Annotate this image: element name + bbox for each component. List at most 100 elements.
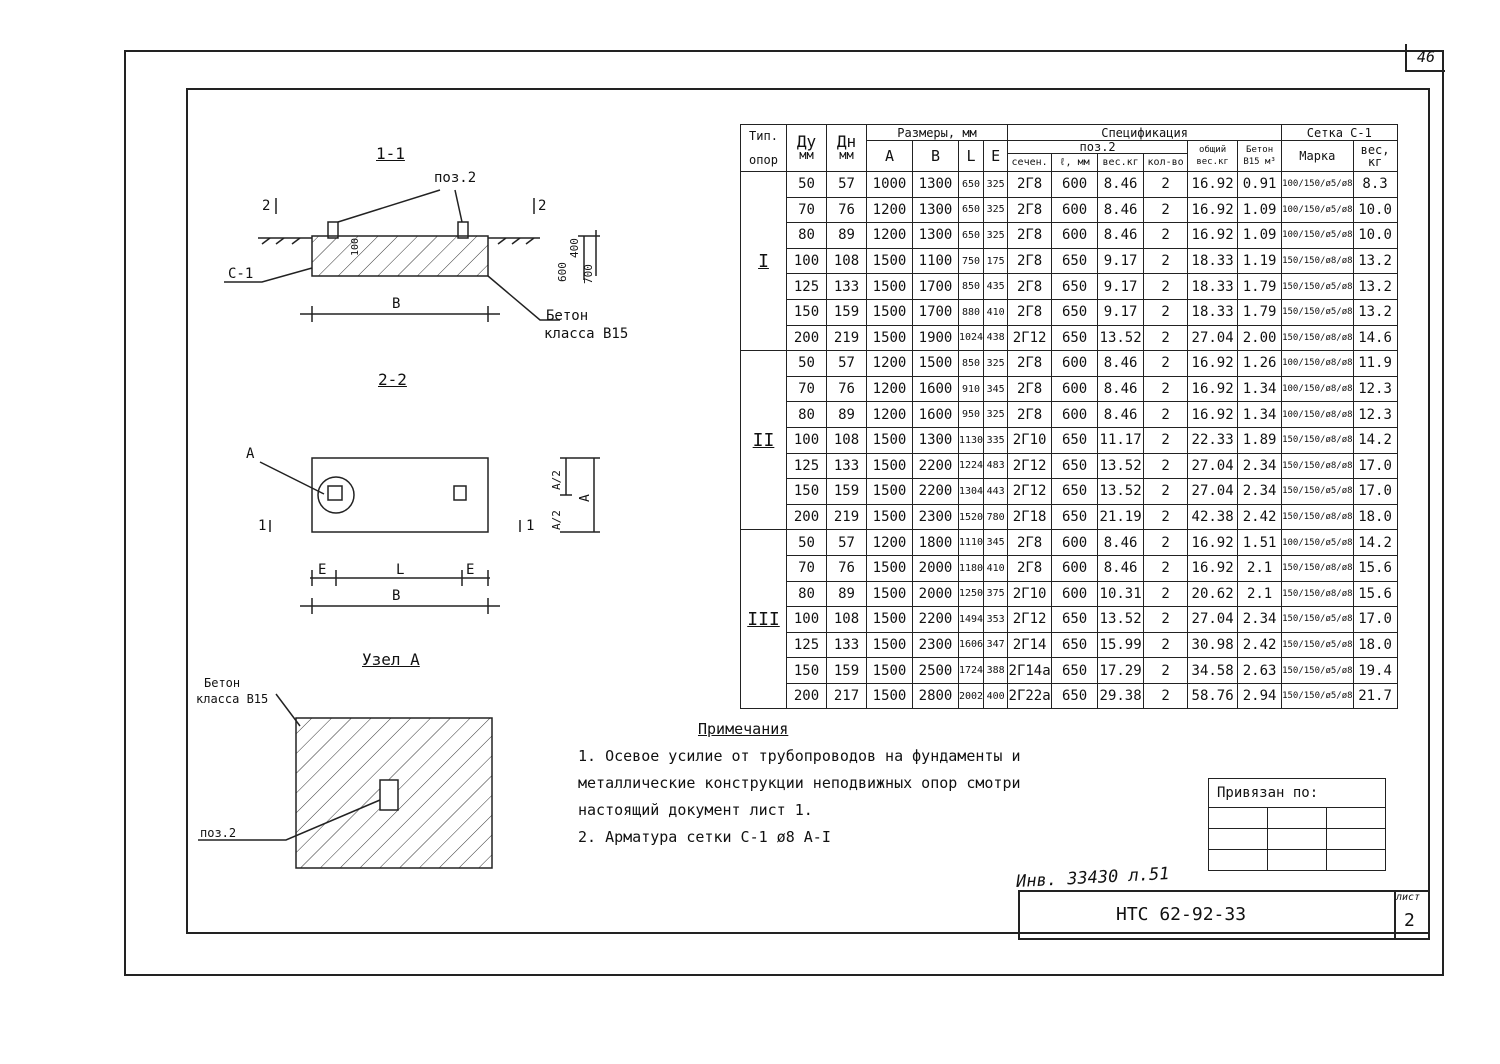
table-cell: 2 — [1143, 606, 1189, 633]
table-cell: 2 — [1143, 631, 1189, 659]
section-22-dim-a: А — [578, 494, 593, 502]
table-cell: 18.0 — [1352, 503, 1398, 531]
table-cell: 600 — [1051, 375, 1099, 403]
table-cell: 8.46 — [1097, 401, 1145, 428]
table-cell: 50 — [786, 529, 827, 556]
table-cell: 2.1 — [1237, 554, 1283, 582]
table-cell: 57 — [826, 350, 867, 377]
table-cell: 1250 — [957, 580, 985, 608]
table-cell: 1024 — [957, 324, 985, 352]
col-e: Е — [983, 140, 1009, 172]
section-22-dim-l: L — [396, 562, 405, 578]
table-cell: 1494 — [957, 606, 985, 633]
table-cell: 9.17 — [1097, 298, 1145, 326]
table-cell: 2 — [1143, 196, 1189, 224]
table-cell: 100 — [786, 426, 827, 454]
table-cell: 150/150/ø5/ø8 — [1281, 298, 1354, 326]
table-cell: 159 — [826, 298, 867, 326]
table-cell: 125 — [786, 631, 827, 659]
section-11-dim-height — [578, 230, 600, 280]
table-cell: 13.52 — [1097, 324, 1145, 352]
col-l: L — [957, 140, 985, 172]
table-cell: 27.04 — [1187, 478, 1239, 505]
table-cell: 600 — [1051, 529, 1099, 556]
table-cell: 1200 — [866, 196, 913, 224]
table-cell: 100 — [786, 247, 827, 275]
section-22-dim-b: В — [392, 588, 401, 604]
drawing-inner-frame — [186, 88, 1430, 934]
table-cell: 13.2 — [1352, 273, 1398, 300]
table-cell: 2 — [1143, 554, 1189, 582]
table-cell: 600 — [1051, 196, 1099, 224]
table-cell: 9.17 — [1097, 247, 1145, 275]
notes-line-4: 2. Арматура сетки С-1 ø8 А-I — [578, 828, 831, 846]
table-cell: 13.2 — [1352, 298, 1398, 326]
table-cell: 650 — [1051, 631, 1099, 659]
table-cell: 21.19 — [1097, 503, 1145, 531]
table-cell: 1500 — [866, 631, 913, 659]
table-cell: 950 — [957, 401, 985, 428]
col-type: Тип.опор — [740, 124, 787, 172]
table-cell: 22.33 — [1187, 426, 1239, 454]
table-cell: 16.92 — [1187, 554, 1239, 582]
table-cell: 1500 — [866, 452, 913, 480]
section-22-cut-marks — [269, 520, 521, 532]
node-a-pos-label: поз.2 — [200, 826, 237, 840]
table-cell: 650 — [1051, 503, 1099, 531]
table-cell: 880 — [957, 298, 985, 326]
drawing-outer-frame — [124, 50, 1444, 976]
table-cell: 50 — [786, 171, 827, 198]
section-22-cut-right: 1 — [526, 518, 535, 534]
section-22-anchor-right — [453, 485, 467, 501]
section-11-leader-pos2 — [337, 189, 463, 223]
table-cell: 410 — [983, 298, 1009, 326]
table-cell: 600 — [1051, 171, 1099, 198]
section-22-leader-a — [259, 461, 325, 495]
table-cell: 150 — [786, 298, 827, 326]
table-cell: 175 — [983, 247, 1009, 275]
table-cell: 17.0 — [1352, 452, 1398, 480]
table-cell: 2Г8 — [1007, 529, 1053, 556]
table-cell: 325 — [983, 350, 1009, 377]
table-cell: 1500 — [866, 273, 913, 300]
table-cell: 2 — [1143, 324, 1189, 352]
table-cell: 2Г8 — [1007, 554, 1053, 582]
section-11-foundation — [311, 235, 489, 277]
table-cell: 150/150/ø8/ø8 — [1281, 554, 1354, 582]
table-cell: 2 — [1143, 375, 1189, 403]
table-cell: 1110 — [957, 529, 985, 556]
table-cell: 2Г12 — [1007, 478, 1053, 505]
tied-block: Привязан по: — [1208, 778, 1386, 871]
table-cell: 2Г8 — [1007, 247, 1053, 275]
table-cell: 1500 — [866, 682, 913, 710]
table-cell: 16.92 — [1187, 196, 1239, 224]
table-cell: 100/150/ø5/ø8 — [1281, 529, 1354, 556]
table-cell: 2.34 — [1237, 606, 1283, 633]
section-22-plan — [311, 457, 489, 533]
table-cell: 2.34 — [1237, 452, 1283, 480]
table-cell: 1.26 — [1237, 350, 1283, 377]
table-cell: 13.2 — [1352, 247, 1398, 275]
table-cell: 600 — [1051, 222, 1099, 249]
table-cell: 2Г8 — [1007, 298, 1053, 326]
section-11-cut-marks — [275, 198, 535, 214]
table-cell: 2300 — [912, 503, 959, 531]
table-cell: 89 — [826, 222, 867, 249]
table-cell: 1100 — [912, 247, 959, 275]
table-cell: 14.6 — [1352, 324, 1398, 352]
table-cell: 353 — [983, 606, 1009, 633]
table-cell: 16.92 — [1187, 222, 1239, 249]
